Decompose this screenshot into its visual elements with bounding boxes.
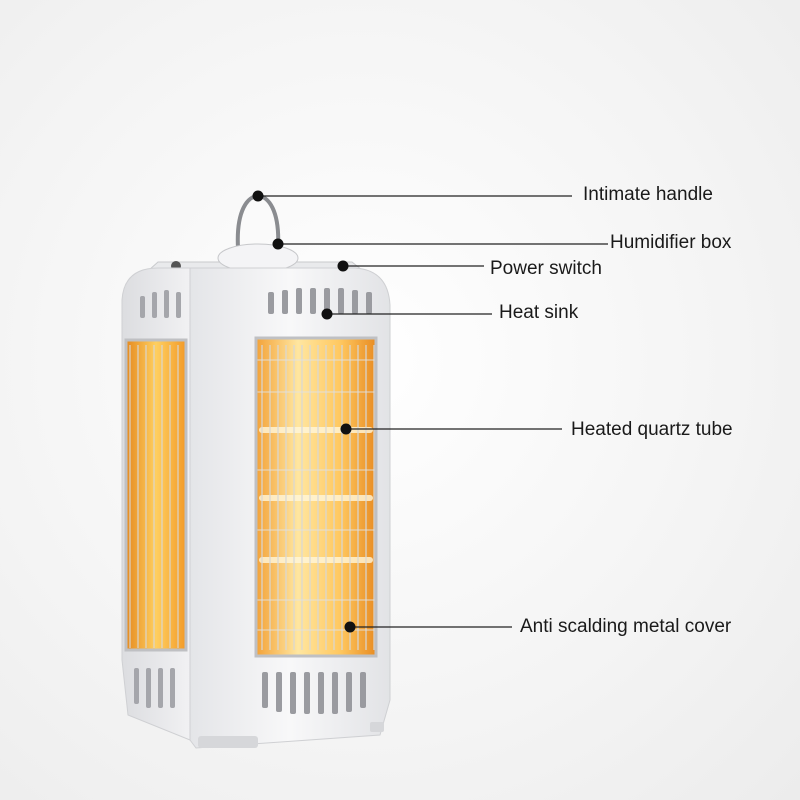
quartz-tubes — [259, 427, 373, 563]
callout-leaders — [258, 195, 608, 628]
dot-quartz — [340, 423, 352, 435]
dot-handle — [252, 190, 264, 202]
label-heat-sink: Heat sink — [499, 302, 579, 323]
dot-heatsink — [321, 308, 333, 320]
quartz-glow-left — [126, 340, 186, 650]
label-humidifier-box: Humidifier box — [610, 232, 732, 253]
metal-cover-grille — [261, 345, 375, 650]
label-anti-scalding-metal-cover: Anti scalding metal cover — [520, 616, 732, 637]
label-heated-quartz-tube: Heated quartz tube — [571, 419, 733, 440]
dot-humidifier — [272, 238, 284, 250]
handle — [235, 193, 281, 249]
dot-cover — [344, 621, 356, 633]
callout-dots — [252, 190, 356, 633]
label-intimate-handle: Intimate handle — [583, 184, 713, 205]
label-power-switch: Power switch — [490, 258, 602, 279]
heat-sink-vents — [268, 288, 372, 314]
heater-body — [121, 193, 391, 749]
dot-switch — [337, 260, 349, 272]
